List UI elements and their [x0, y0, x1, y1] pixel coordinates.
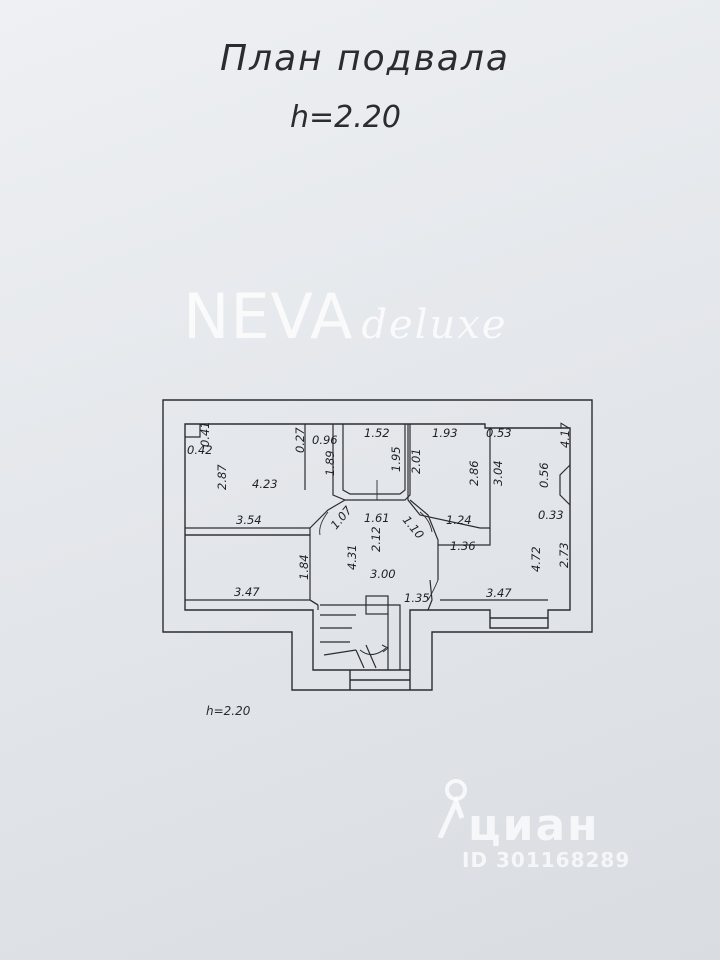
plan-title: План подвала: [220, 38, 510, 79]
dim-label: 0.53: [486, 426, 512, 440]
dim-label: 1.61: [364, 511, 390, 525]
dim-label: 1.93: [432, 426, 458, 440]
dim-label: 1.52: [364, 426, 390, 440]
stair-arrow: [359, 647, 387, 655]
dim-label: 1.10: [400, 513, 427, 542]
cian-watermark: циан ID 301168289: [430, 778, 670, 878]
cian-logo-text: циан: [468, 800, 600, 851]
dim-label: 0.42: [187, 443, 213, 457]
dim-label: 1.89: [323, 450, 337, 476]
dim-label: 0.33: [538, 508, 564, 522]
listing-id: ID 301168289: [462, 848, 631, 872]
watermark-brand: NEVA: [183, 280, 354, 353]
plan-height-note: h=2.20: [206, 704, 251, 718]
dim-label: 2.86: [467, 460, 481, 486]
location-pin-icon: [437, 779, 467, 838]
dim-label: 1.36: [450, 539, 476, 553]
outer-walls: [162, 399, 593, 691]
dim-label: 1.84: [297, 554, 311, 580]
dim-label: 1.24: [446, 513, 472, 527]
dim-label: 0.41: [198, 421, 212, 447]
dim-label: 3.04: [491, 460, 505, 486]
dim-label: 1.35: [404, 591, 430, 605]
dim-label: 3.47: [486, 586, 512, 600]
watermark-brand-sub: deluxe: [361, 302, 508, 348]
dim-label: 2.01: [409, 448, 423, 474]
door-swings: [319, 480, 439, 601]
dim-label: 0.27: [293, 427, 307, 453]
dim-label: 2.87: [215, 464, 229, 490]
ceiling-height: h=2.20: [290, 100, 401, 135]
dim-label: 0.56: [537, 462, 551, 488]
dim-label: 4.17: [558, 422, 572, 448]
dim-label: 4.31: [345, 544, 359, 570]
dim-label: 4.23: [252, 477, 278, 491]
dim-label: 3.00: [370, 567, 396, 581]
dim-label: 1.95: [389, 446, 403, 472]
dim-label: 4.72: [529, 546, 543, 572]
dim-label: 3.47: [234, 585, 260, 599]
dim-label: 2.73: [557, 542, 571, 568]
interior-walls: [185, 424, 571, 670]
dim-label: 2.12: [369, 526, 383, 552]
dim-label: 3.54: [236, 513, 262, 527]
dim-label: 0.96: [312, 433, 338, 447]
